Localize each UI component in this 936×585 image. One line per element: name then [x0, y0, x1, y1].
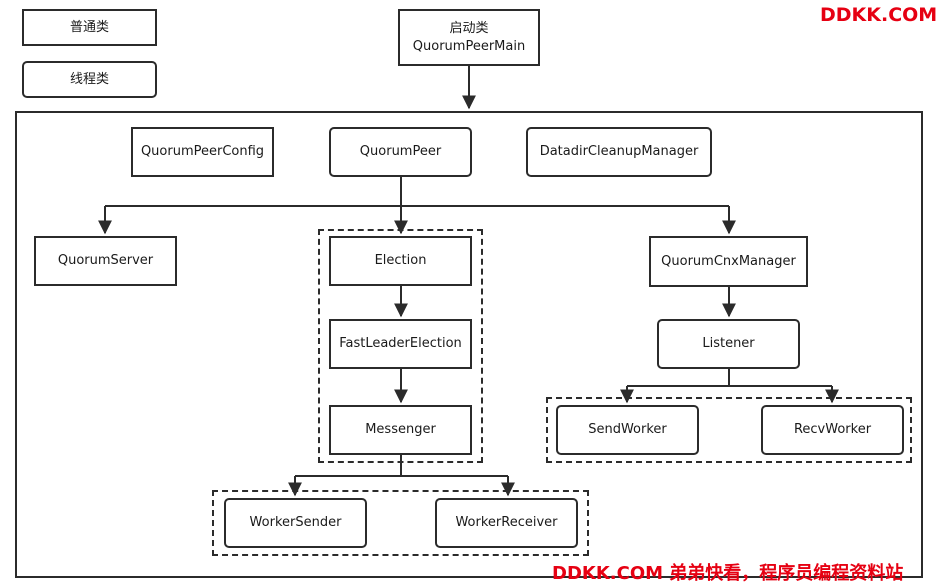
- worker-receiver-label: WorkerReceiver: [455, 515, 558, 531]
- legend-plain-class-label: 普通类: [69, 19, 109, 35]
- quorum-peer-main-node: 启动类 QuorumPeerMain: [398, 9, 540, 66]
- container-frame: [15, 111, 923, 578]
- datadir-cleanup-manager-node: DatadirCleanupManager: [526, 127, 712, 177]
- listener-node: Listener: [657, 319, 800, 369]
- messenger-workers-group: [212, 490, 589, 556]
- election-label: Election: [374, 253, 427, 269]
- quorum-cnx-manager-label: QuorumCnxManager: [661, 253, 796, 269]
- datadir-cleanup-manager-label: DatadirCleanupManager: [539, 144, 699, 160]
- quorum-server-label: QuorumServer: [57, 253, 154, 269]
- fast-leader-election-node: FastLeaderElection: [329, 319, 472, 369]
- messenger-node: Messenger: [329, 405, 472, 455]
- recv-worker-label: RecvWorker: [793, 422, 872, 438]
- worker-sender-node: WorkerSender: [224, 498, 367, 548]
- quorum-cnx-manager-node: QuorumCnxManager: [649, 236, 808, 287]
- send-worker-node: SendWorker: [556, 405, 699, 455]
- legend-thread-class-label: 线程类: [69, 71, 109, 87]
- legend-plain-class: 普通类: [22, 9, 157, 46]
- listener-label: Listener: [702, 336, 755, 352]
- watermark-top: DDKK.COM: [820, 4, 936, 26]
- quorum-peer-config-node: QuorumPeerConfig: [131, 127, 274, 177]
- quorum-peer-node: QuorumPeer: [329, 127, 472, 177]
- fast-leader-election-label: FastLeaderElection: [339, 336, 462, 352]
- quorum-peer-config-label: QuorumPeerConfig: [140, 144, 265, 160]
- worker-sender-label: WorkerSender: [249, 515, 342, 531]
- main-node-line2: QuorumPeerMain: [412, 38, 526, 54]
- election-node: Election: [329, 236, 472, 286]
- cnx-workers-group: [546, 397, 912, 463]
- legend-thread-class: 线程类: [22, 61, 157, 98]
- main-node-line1: 启动类: [449, 20, 489, 36]
- messenger-label: Messenger: [365, 422, 436, 438]
- recv-worker-node: RecvWorker: [761, 405, 904, 455]
- send-worker-label: SendWorker: [588, 422, 667, 438]
- quorum-peer-label: QuorumPeer: [359, 144, 442, 160]
- watermark-bottom: DDKK.COM 弟弟快看，程序员编程资料站: [552, 563, 904, 584]
- quorum-server-node: QuorumServer: [34, 236, 177, 286]
- worker-receiver-node: WorkerReceiver: [435, 498, 578, 548]
